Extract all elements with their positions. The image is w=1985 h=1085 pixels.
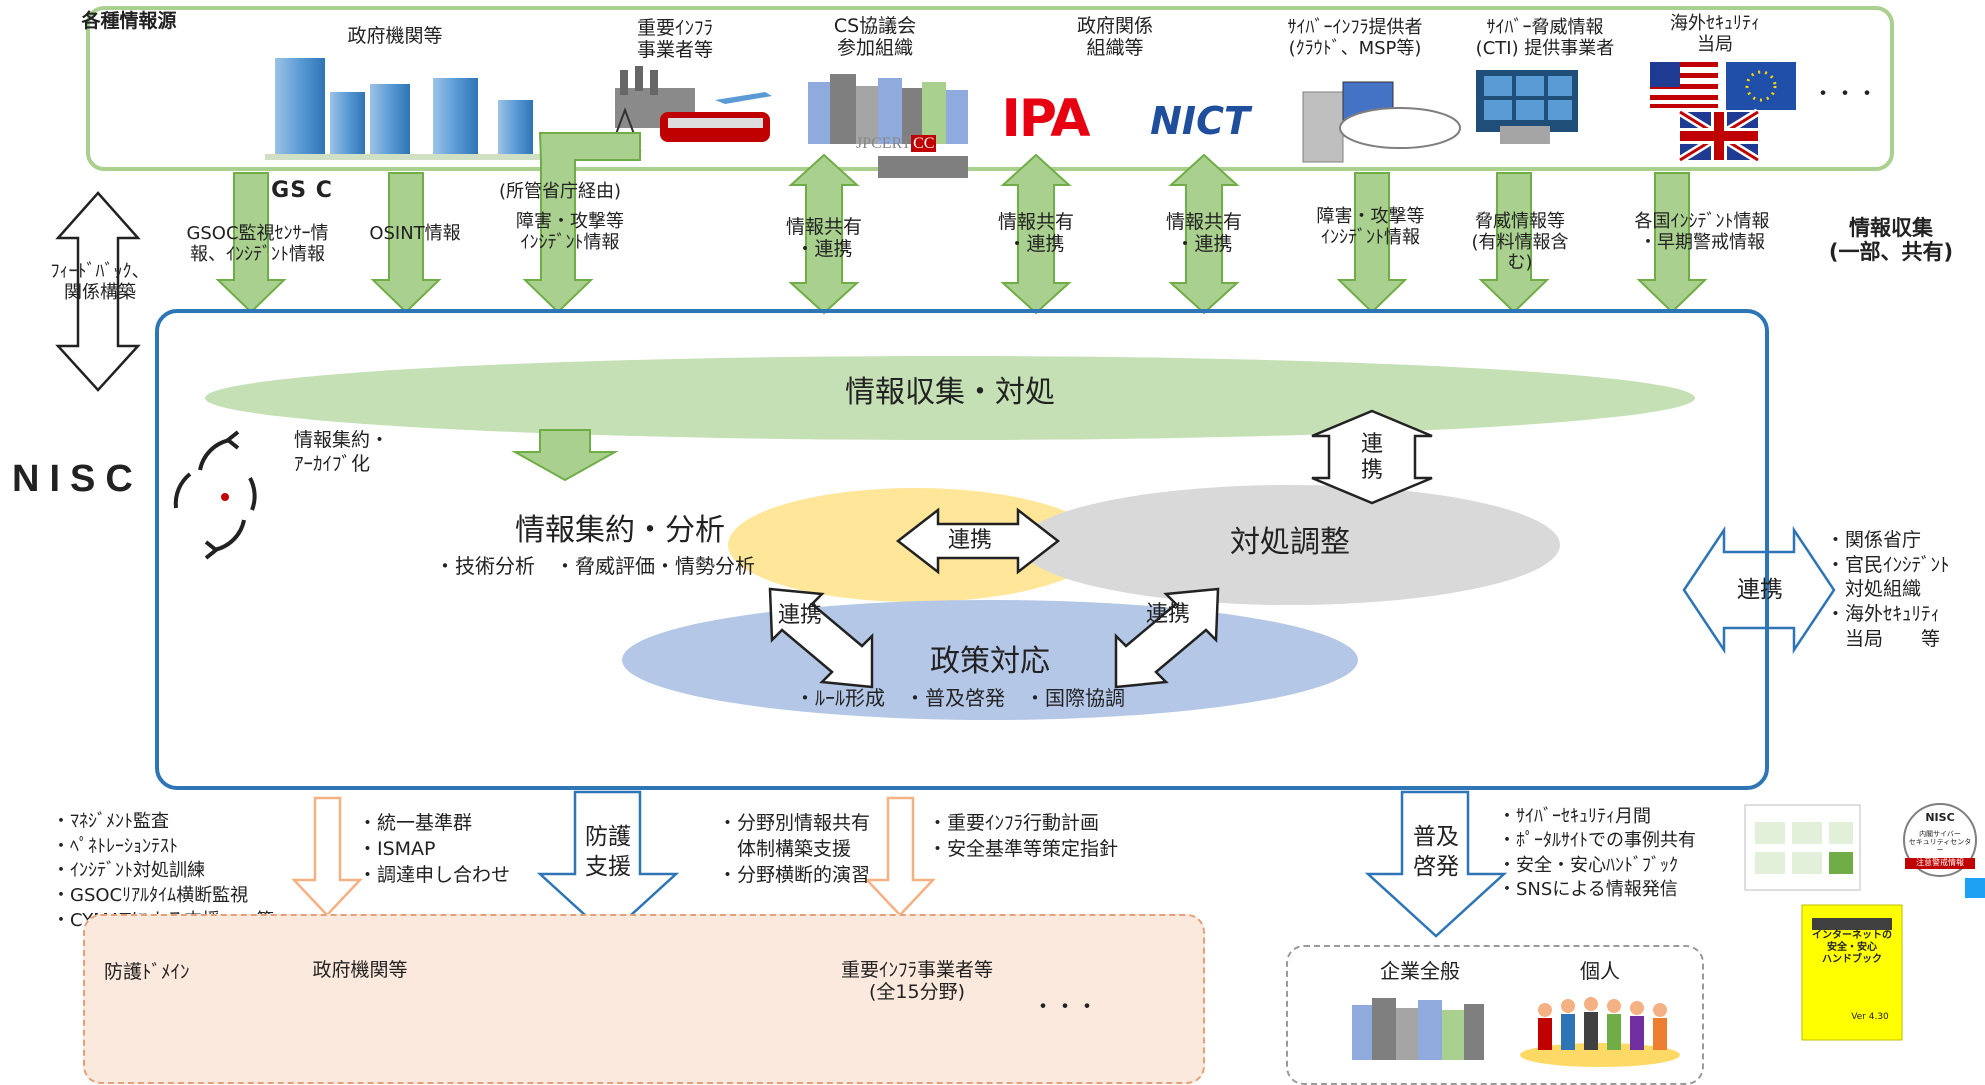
source-cs-council: CS協議会 参加組織 [833,15,917,59]
flow-label-share-3: 情報共有 ・連携 [1165,211,1242,255]
flow-label-incident-1: 障害・攻撃等 ｲﾝｼﾃﾞﾝﾄ情報 [516,211,624,253]
twitter-icon [1965,878,1985,898]
nisc-badge-sub: 内閣サイバー セキュリティセンター [1908,830,1972,855]
protect-support-label: 防護 支援 [585,824,631,880]
uk-flag-icon [1677,108,1761,164]
sources-title: 各種情報源 [81,10,177,32]
infra-plan-list: ・重要ｲﾝﾌﾗ行動計画 ・安全基準等策定指針 [928,812,1119,861]
nisc-badge-alert: 注意警戒情報 [1916,858,1964,867]
policy-title: 政策対応 [930,644,1050,679]
inflow-arrows [215,132,1708,314]
flow-label-share-2: 情報共有 ・連携 [997,211,1074,255]
infrastructure-icon [608,66,772,151]
information-sources-frame [86,6,1894,171]
ipa-logo: IPA [1001,89,1091,149]
city-buildings-icon [808,74,968,178]
archive-label: 情報集約・ ｱｰｶｲﾌﾞ化 [294,429,390,476]
public-outreach-list: ・ｻｲﾊﾞｰｾｷｭﾘﾃｨ月間 ・ﾎﾟｰﾀﾙｻｲﾄでの事例共有 ・安全・安心ﾊﾝﾄ… [1498,806,1696,900]
source-foreign: 海外ｾｷｭﾘﾃｨ 当局 [1670,13,1760,55]
collection-label: 情報収集 (一部、共有) [1828,216,1954,265]
government-standards-list: ・統一基準群 ・ISMAP ・調達申し合わせ [358,812,511,887]
protect-domain-frame [83,914,1205,1084]
gsoc-logo: GS C [271,178,333,203]
flow-label-share-1: 情報共有 ・連携 [785,216,862,260]
sector-support-list: ・分野別情報共有 体制構築支援 ・分野横断的演習 [718,812,871,887]
domain-infrastructure: 重要ｲﾝﾌﾗ事業者等 (全15分野) [840,959,993,1003]
nisc-badge-icon [1903,803,1977,877]
flow-label-ministry: (所管省庁経由) [498,181,622,202]
feedback-label: ﾌｨｰﾄﾞﾊﾞｯｸ、 関係構築 [50,261,150,303]
link-arrow-analysis-policy [768,587,874,689]
analysis-title: 情報集約・分析 [515,513,725,548]
link-label-vertical: 連 携 [1360,432,1383,484]
source-ellipsis: ・・・ [1811,82,1878,107]
handbook-title: インターネットの 安全・安心 ハンドブック [1812,930,1892,965]
domain-government: 政府機関等 [312,959,408,981]
link-label-response-policy: 連携 [1145,602,1190,627]
analysis-sub: ・技術分析 ・脅威評価・情勢分析 [435,554,755,578]
link-arrow-analysis-response [895,507,1061,575]
handbook-version: Ver 4.30 [1851,1012,1889,1022]
government-buildings-icon [265,58,545,160]
policy-sub: ・ﾙｰﾙ形成 ・普及啓発 ・国際協調 [795,686,1125,710]
nisc-badge-label: NISC [1925,811,1955,824]
response-ellipse [1020,485,1560,605]
nisc-swirl-icon [173,430,257,560]
source-cti: ｻｲﾊﾞｰ脅威情報 (CTI) 提供事業者 [1475,17,1615,59]
handbook-cover-icon [1801,904,1903,1041]
flow-label-foreign: 各国ｲﾝｼﾃﾞﾝﾄ情報 ・早期警戒情報 [1634,211,1770,253]
domain-title: 防護ﾄﾞﾒｲﾝ [104,961,190,983]
spread-arrow [1364,790,1508,938]
us-flag-icon [1650,62,1718,108]
orange-outflow-arrows [291,796,936,917]
external-partners: ・関係省庁 ・官民ｲﾝｼﾃﾞﾝﾄ 対処組織 ・海外ｾｷｭﾘﾃｨ 当局 等 [1826,529,1950,650]
public-frame [1286,945,1704,1085]
company-buildings-icon [1352,998,1484,1060]
exchange-arrows [788,153,1240,315]
external-link-label: 連携 [1737,577,1783,603]
nict-logo: NICT [1150,99,1250,143]
public-individual: 個人 [1580,959,1620,983]
protect-arrow [536,790,680,938]
nisc-logo: NISC [12,458,143,500]
link-label-analysis-response: 連携 [947,528,992,553]
awareness-label: 普及 啓発 [1413,824,1459,880]
flow-label-threat: 脅威情報等 (有料情報含 む) [1471,211,1569,274]
flow-label-osint: OSINT情報 [369,223,461,244]
cti-operator-icon [1476,70,1578,144]
link-label-analysis-policy: 連携 [777,603,822,628]
eu-flag-icon [1726,62,1796,110]
portal-site-thumbnail-icon [1744,804,1861,891]
flow-label-incident-2: 障害・攻撃等 ｲﾝｼﾃﾞﾝﾄ情報 [1316,206,1425,248]
source-cyber-infra: ｻｲﾊﾞｰｲﾝﾌﾗ提供者 (ｸﾗｳﾄﾞ、MSP等) [1287,17,1423,59]
response-title: 対処調整 [1230,525,1350,560]
source-government-related: 政府関係 組織等 [1076,15,1153,59]
link-arrow-response-policy [1114,587,1220,689]
source-infrastructure: 重要ｲﾝﾌﾗ 事業者等 [636,17,713,61]
flow-label-gsoc: GSOC監視ｾﾝｻｰ情 報、ｲﾝｼﾃﾞﾝﾄ情報 [186,223,329,265]
link-arrow-vertical [1311,409,1433,505]
collection-band-label: 情報収集・対処 [845,375,1055,410]
nisc-frame [155,309,1769,790]
external-link-arrow [1682,525,1836,655]
collection-band [205,356,1695,440]
people-icon [1520,997,1680,1067]
public-company: 企業全般 [1380,959,1460,983]
archive-arrow [511,429,619,482]
feedback-arrow [55,191,141,392]
source-government: 政府機関等 [347,25,443,47]
domain-ellipsis: ・・・ [1031,995,1098,1020]
server-cloud-icon [1302,81,1461,163]
